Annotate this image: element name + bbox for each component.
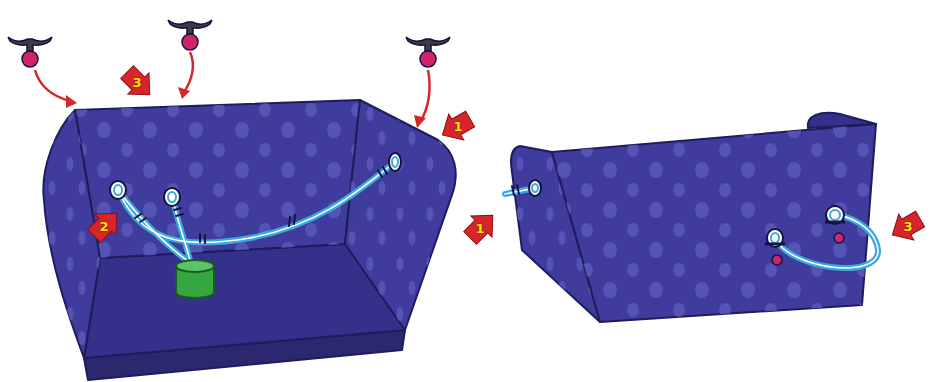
callout-number: 1 (475, 222, 484, 235)
callout-number: 3 (903, 220, 912, 233)
callout-number: 1 (453, 120, 462, 133)
callout-arrow (83, 203, 127, 247)
callout-arrow (116, 61, 160, 105)
callout-number: 2 (99, 220, 108, 233)
callout-arrow (885, 206, 928, 248)
callout-arrow (435, 106, 478, 148)
callout-number: 3 (132, 76, 141, 89)
callout-arrow (459, 205, 503, 249)
